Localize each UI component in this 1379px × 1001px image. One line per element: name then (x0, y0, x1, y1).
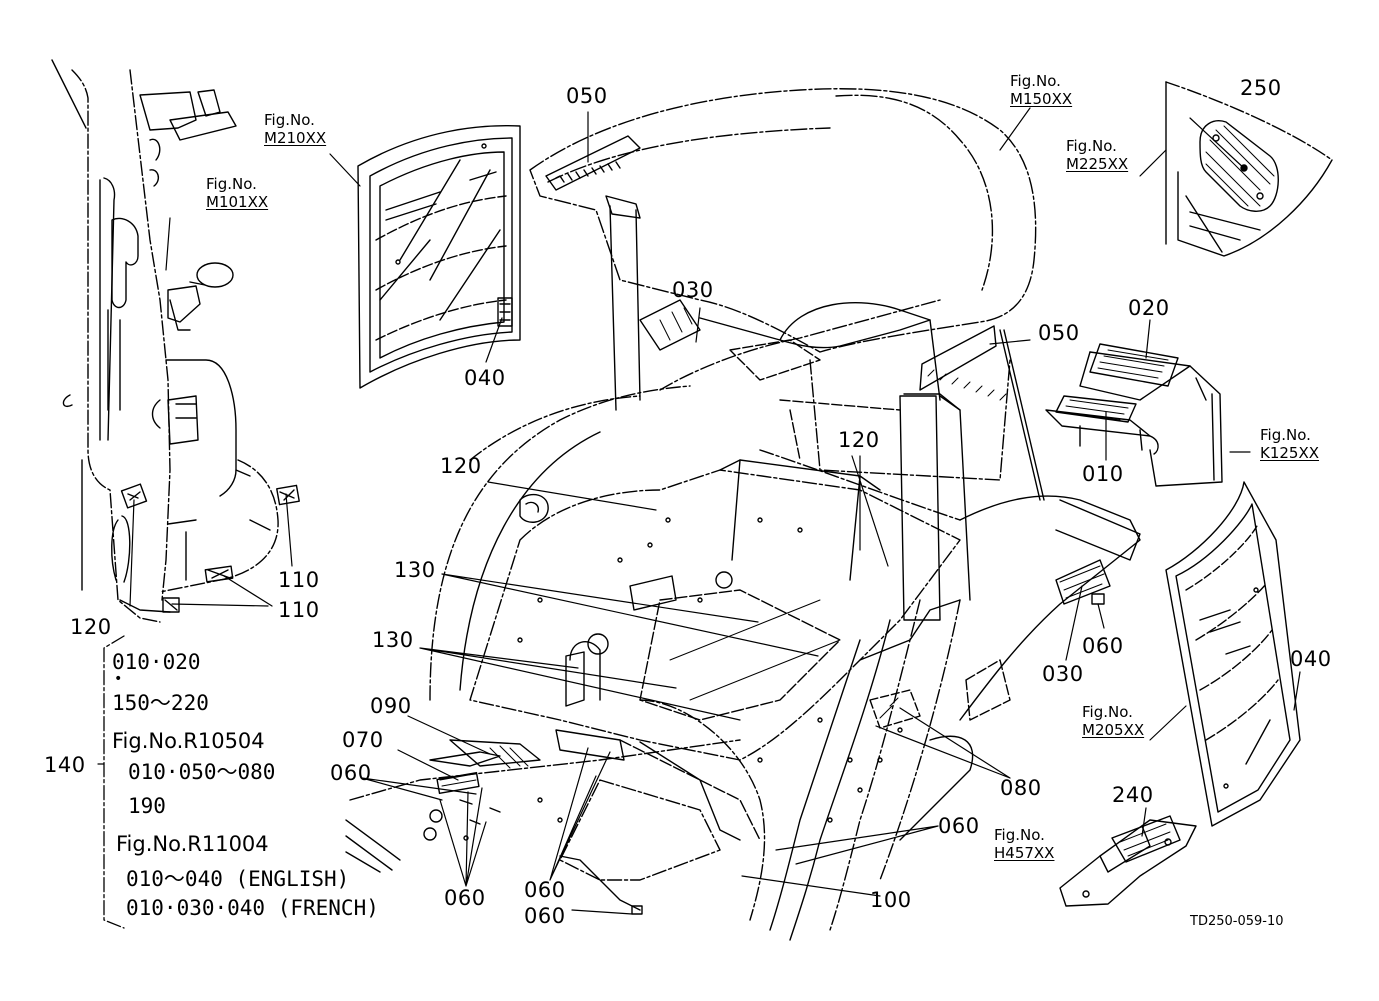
figure-ref-title: Fig.No. (994, 826, 1045, 844)
floor-deck (469, 459, 961, 763)
part-label-010: 010 (1082, 462, 1124, 486)
roof-assembly (529, 88, 1037, 411)
figure-ref-title: Fig.No. (1010, 72, 1061, 90)
part-label-040: 040 (464, 366, 506, 390)
part-label-060: 060 (1082, 634, 1124, 658)
figure-ref-title: Fig.No. (264, 111, 315, 129)
figure-ref-code: M225XX (1066, 155, 1129, 173)
part-label-050: 050 (566, 84, 608, 108)
part-label-050: 050 (1038, 321, 1080, 345)
part-label-120: 120 (70, 615, 112, 639)
figure-ref-k125[interactable]: Fig.No. K125XX (1260, 426, 1319, 462)
part-label-060: 060 (524, 904, 566, 928)
step-box (1045, 343, 1223, 487)
legend-bracket (103, 635, 125, 929)
bracket-h457 (1059, 815, 1197, 907)
legend-line: 010·030·040 (FRENCH) (126, 896, 379, 920)
figure-ref-code: M205XX (1082, 721, 1145, 739)
fender-arc (639, 599, 1011, 941)
part-label-060: 060 (938, 814, 980, 838)
figure-ref-code: H457XX (994, 844, 1055, 862)
figure-ref-title: Fig.No. (206, 175, 257, 193)
legend-line: 010～040 (ENGLISH) (126, 867, 350, 891)
part-label-110: 110 (278, 598, 320, 622)
figure-ref-code: M101XX (206, 193, 269, 211)
figure-ref-title: Fig.No. (1066, 137, 1117, 155)
left-post-assembly (51, 59, 300, 623)
part-label-090: 090 (370, 694, 412, 718)
drawing-code: TD250-059-10 (1190, 914, 1284, 929)
part-label-060: 060 (524, 878, 566, 902)
figure-ref-title: Fig.No. (1260, 426, 1311, 444)
legend-line: Fig.No.R10504 (112, 729, 265, 753)
part-label-020: 020 (1128, 296, 1170, 320)
legend-line: 190 (128, 794, 166, 818)
part-label-080: 080 (1000, 776, 1042, 800)
part-label-060: 060 (444, 886, 486, 910)
legend-line: • (114, 671, 123, 687)
cab-frame (429, 299, 1141, 721)
part-label-030: 030 (672, 278, 714, 302)
part-label-130: 130 (372, 628, 414, 652)
figure-ref-m205[interactable]: Fig.No. M205XX (1082, 703, 1144, 739)
legend-line: Fig.No.R11004 (116, 832, 269, 856)
lower-step-area (345, 729, 761, 915)
window-panel-left (357, 124, 521, 389)
part-label-140: 140 (44, 753, 86, 777)
part-label-060: 060 (330, 761, 372, 785)
legend-line: 150～220 (112, 691, 209, 715)
legend-line: 010·050～080 (128, 760, 276, 784)
part-label-030: 030 (1042, 662, 1084, 686)
part-label-100: 100 (870, 888, 912, 912)
figure-ref-code: M150XX (1010, 90, 1073, 108)
part-label-070: 070 (342, 728, 384, 752)
part-label-110: 110 (278, 568, 320, 592)
figure-ref-m150[interactable]: Fig.No. M150XX (1010, 72, 1072, 108)
figure-ref-code: K125XX (1260, 444, 1320, 462)
window-panel-right (1165, 481, 1301, 827)
figure-ref-h457[interactable]: Fig.No. H457XX (994, 826, 1054, 862)
figure-ref-m101[interactable]: Fig.No. M101XX (206, 175, 268, 211)
part-label-240: 240 (1112, 783, 1154, 807)
part-label-040: 040 (1290, 647, 1332, 671)
leader-lines (97, 107, 1301, 915)
side-panel-small (1165, 81, 1333, 257)
figure-ref-m225[interactable]: Fig.No. M225XX (1066, 137, 1128, 173)
figure-ref-title: Fig.No. (1082, 703, 1133, 721)
part-label-130: 130 (394, 558, 436, 582)
figure-ref-m210[interactable]: Fig.No. M210XX (264, 111, 326, 147)
legend-line: 010·020 (112, 650, 201, 674)
part-label-120: 120 (440, 454, 482, 478)
part-label-120: 120 (838, 428, 880, 452)
part-label-250: 250 (1240, 76, 1282, 100)
figure-ref-code: M210XX (264, 129, 327, 147)
